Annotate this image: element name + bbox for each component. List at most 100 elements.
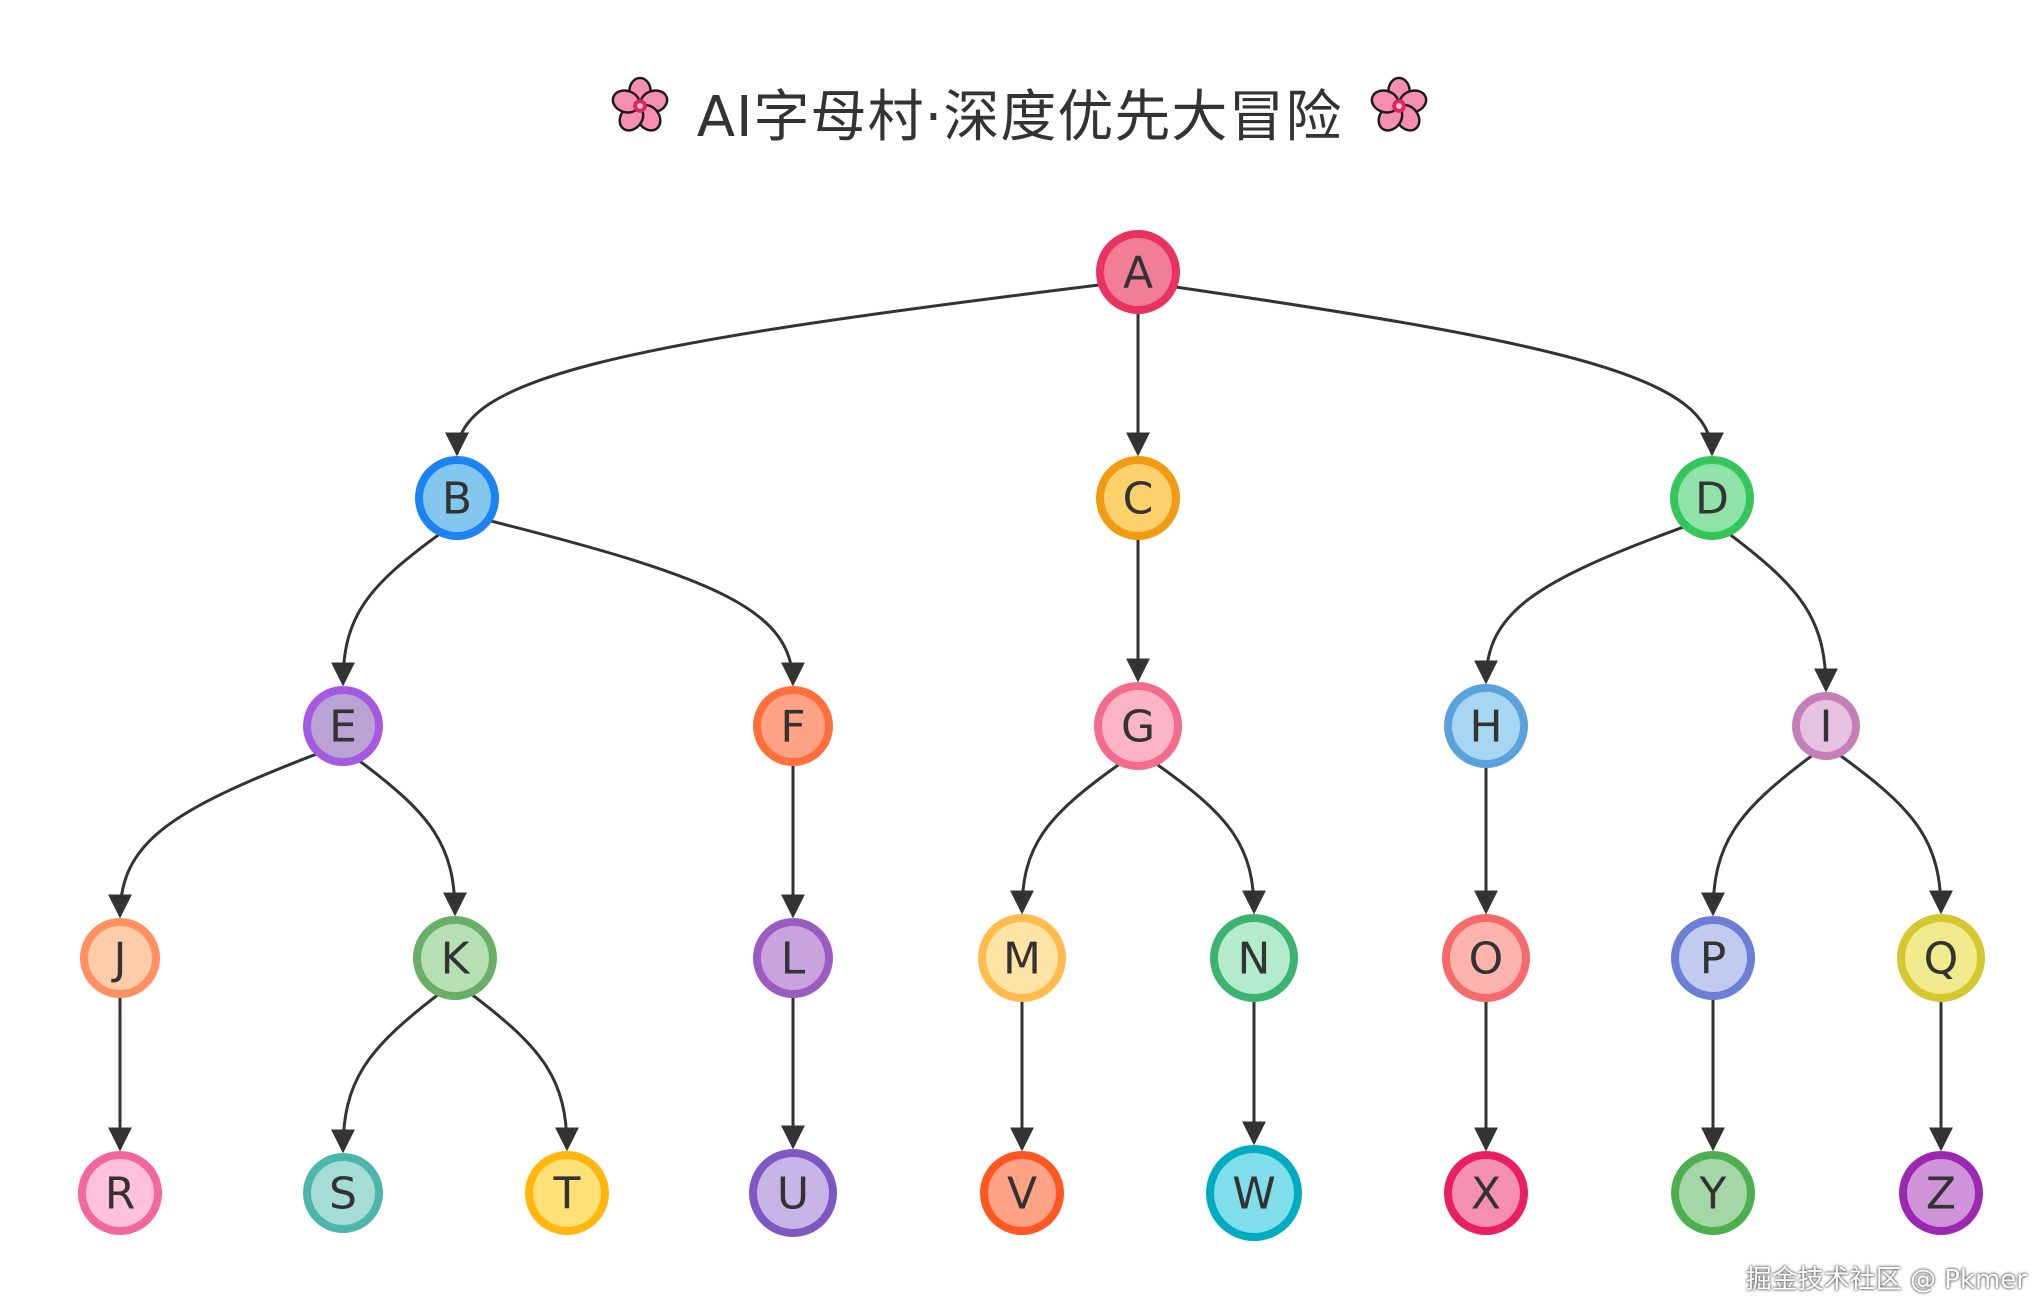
node-C-fill (1104, 464, 1172, 532)
node-W-label: W (1232, 1169, 1276, 1220)
node-V-fill (988, 1159, 1056, 1227)
node-B: B (415, 456, 499, 540)
edge-E-K (359, 760, 467, 917)
node-T-fill (533, 1159, 601, 1227)
node-S: S (303, 1153, 383, 1233)
title-bar: AI字母村·深度优先大冒险 (0, 72, 2039, 153)
node-G-label: G (1121, 702, 1155, 753)
node-B-fill (423, 464, 491, 532)
node-H-label: H (1469, 702, 1502, 753)
node-C-label: C (1123, 474, 1154, 525)
node-U-label: U (777, 1169, 809, 1220)
edge-B-F (490, 519, 805, 687)
node-K: K (413, 916, 497, 1000)
edge-I-Q (1839, 754, 1953, 915)
node-E-fill (311, 694, 375, 758)
node-X-label: X (1471, 1169, 1501, 1220)
node-B-label: B (442, 474, 472, 525)
edge-A-B (445, 283, 1100, 457)
node-K-label: K (441, 934, 471, 985)
diagram-title: AI字母村·深度优先大冒险 (609, 72, 1431, 153)
node-D-fill (1678, 464, 1746, 532)
node-E: E (303, 686, 383, 766)
node-N-label: N (1238, 934, 1271, 985)
node-L: L (753, 918, 833, 998)
edge-D-H (1474, 525, 1684, 685)
node-D-label: D (1695, 474, 1729, 525)
edge-G-N (1156, 763, 1266, 915)
node-M-label: M (1003, 934, 1041, 985)
edge-G-M (1010, 763, 1120, 915)
node-F: F (753, 686, 833, 766)
node-I: I (1792, 692, 1860, 760)
node-Z-fill (1907, 1159, 1975, 1227)
node-L-fill (761, 926, 825, 990)
node-V: V (980, 1151, 1064, 1235)
node-I-fill (1800, 700, 1852, 752)
node-X: X (1444, 1151, 1528, 1235)
node-I-label: I (1820, 702, 1833, 753)
edge-D-I (1729, 533, 1838, 693)
node-J-label: J (111, 934, 127, 985)
node-J: J (80, 918, 160, 998)
node-J-fill (88, 926, 152, 990)
node-U: U (749, 1149, 837, 1237)
node-F-fill (761, 694, 825, 758)
node-P-fill (1679, 924, 1747, 992)
cherry-blossom-icon (1368, 75, 1430, 151)
edge-K-T (471, 994, 579, 1152)
node-D: D (1670, 456, 1754, 540)
node-H: H (1444, 684, 1528, 768)
node-Y-label: Y (1699, 1169, 1727, 1220)
node-X-fill (1452, 1159, 1520, 1227)
node-M-fill (986, 922, 1058, 994)
node-P: P (1671, 916, 1755, 1000)
node-T-label: T (553, 1169, 581, 1220)
node-P-label: P (1700, 934, 1727, 985)
node-S-fill (311, 1161, 375, 1225)
node-Q: Q (1897, 914, 1985, 1002)
node-U-fill (757, 1157, 829, 1229)
node-Y: Y (1671, 1151, 1755, 1235)
nodes-layer: A B C D E F G H I J K L M N O P Q R S T U V W X Y Z (78, 230, 1985, 1241)
node-L-label: L (781, 934, 806, 985)
node-R-fill (86, 1159, 154, 1227)
node-T: T (525, 1151, 609, 1235)
edges-layer (108, 283, 1953, 1154)
node-O: O (1442, 914, 1530, 1002)
node-G-fill (1102, 690, 1174, 762)
node-W: W (1206, 1145, 1302, 1241)
node-H-fill (1452, 692, 1520, 760)
edge-I-P (1701, 754, 1813, 917)
node-E-label: E (329, 702, 357, 753)
title-text: AI字母村·深度优先大冒险 (696, 85, 1343, 150)
node-Z: Z (1899, 1151, 1983, 1235)
node-M: M (978, 914, 1066, 1002)
node-O-label: O (1469, 934, 1504, 985)
node-A-label: A (1123, 248, 1153, 299)
node-V-label: V (1007, 1169, 1037, 1220)
node-Y-fill (1679, 1159, 1747, 1227)
node-O-fill (1450, 922, 1522, 994)
edge-A-D (1176, 285, 1724, 457)
edge-K-S (331, 994, 439, 1154)
node-S-label: S (329, 1169, 357, 1220)
node-N: N (1210, 914, 1298, 1002)
node-N-fill (1218, 922, 1290, 994)
node-A: A (1096, 230, 1180, 314)
edge-B-E (331, 533, 440, 687)
cherry-blossom-icon (609, 75, 671, 151)
node-Q-fill (1905, 922, 1977, 994)
node-F-label: F (780, 702, 805, 753)
node-C: C (1096, 456, 1180, 540)
node-Z-label: Z (1926, 1169, 1956, 1220)
watermark-text: 掘金技术社区 @ Pkmer (1745, 1265, 2027, 1295)
node-G: G (1094, 682, 1182, 770)
node-W-fill (1214, 1153, 1294, 1233)
node-R: R (78, 1151, 162, 1235)
node-Q-label: Q (1924, 934, 1959, 985)
node-R-label: R (105, 1169, 136, 1220)
node-A-fill (1104, 238, 1172, 306)
